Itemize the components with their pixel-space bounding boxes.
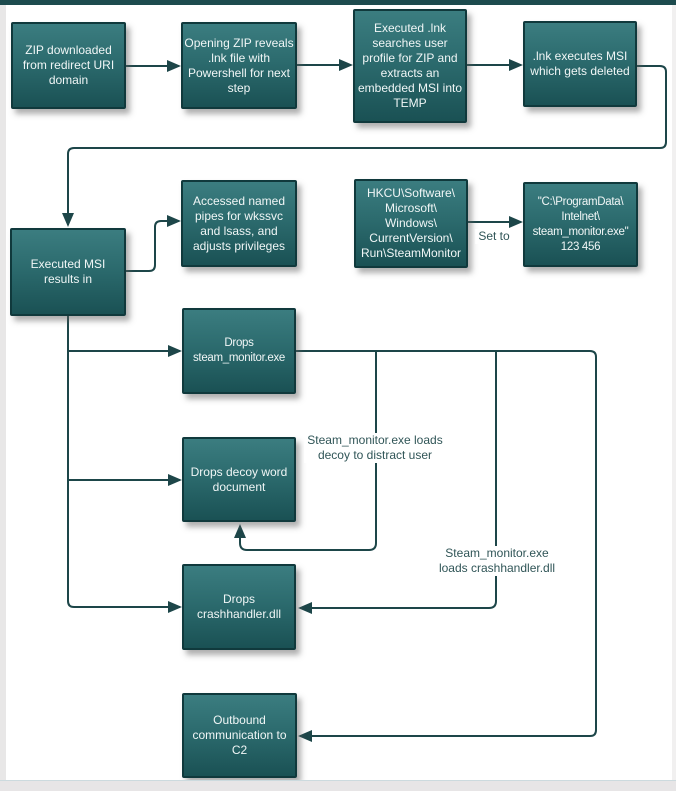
node-label: Opening ZIP reveals .lnk file with Power… — [184, 35, 294, 95]
node-label: Drops crashhandler.dll — [196, 592, 282, 621]
crashhandler-load-annotation: Steam_monitor.exe loads crashhandler.dll — [435, 546, 559, 576]
node-drops-steam-monitor: Drops steam_monitor.exe — [182, 308, 296, 394]
set-to-label: Set to — [475, 229, 513, 244]
node-label: Outbound communication to C2 — [192, 713, 287, 757]
page-left-edge — [0, 5, 6, 791]
node-label: Accessed named pipes for wkssvc and lsas… — [192, 193, 286, 253]
node-executed-msi-results: Executed MSI results in — [10, 228, 126, 316]
node-zip-downloaded: ZIP downloaded from redirect URI domain — [11, 22, 126, 109]
node-drops-decoy-word: Drops decoy word document — [182, 437, 296, 522]
node-label: Executed .lnk searches user profile for … — [357, 21, 463, 110]
node-label: "C:\ProgramData\ Intelnet\ steam_monitor… — [532, 195, 629, 253]
node-outbound-c2: Outbound communication to C2 — [182, 693, 297, 778]
node-drops-crashhandler: Drops crashhandler.dll — [182, 564, 296, 650]
node-label: ZIP downloaded from redirect URI domain — [22, 43, 115, 87]
node-executed-lnk-search: Executed .lnk searches user profile for … — [353, 9, 467, 123]
node-label: .lnk executes MSI which gets deleted — [530, 49, 630, 78]
node-registry-run-key: HKCU\Software\ Microsoft\ Windows\ Curre… — [354, 179, 468, 268]
page-bottom-edge — [0, 780, 676, 791]
connector-steammonitor-to-c2 — [296, 350, 597, 742]
node-registry-value: "C:\ProgramData\ Intelnet\ steam_monitor… — [523, 182, 638, 267]
connector-trunk-to-crashhandler — [67, 316, 182, 613]
node-accessed-named-pipes: Accessed named pipes for wkssvc and lsas… — [181, 180, 297, 267]
connector-executedmsi-to-namedpipes — [126, 215, 181, 272]
node-lnk-executes-msi: .lnk executes MSI which gets deleted — [523, 21, 637, 107]
node-opening-zip: Opening ZIP reveals .lnk file with Power… — [181, 22, 297, 109]
node-label: Drops steam_monitor.exe — [192, 337, 286, 364]
node-label: Executed MSI results in — [30, 257, 106, 286]
page-right-edge — [672, 5, 676, 791]
page-top-bar — [0, 0, 676, 5]
node-label: Drops decoy word document — [190, 464, 288, 494]
decoy-load-annotation: Steam_monitor.exe loads decoy to distrac… — [304, 433, 446, 463]
node-label: HKCU\Software\ Microsoft\ Windows\ Curre… — [360, 186, 462, 260]
